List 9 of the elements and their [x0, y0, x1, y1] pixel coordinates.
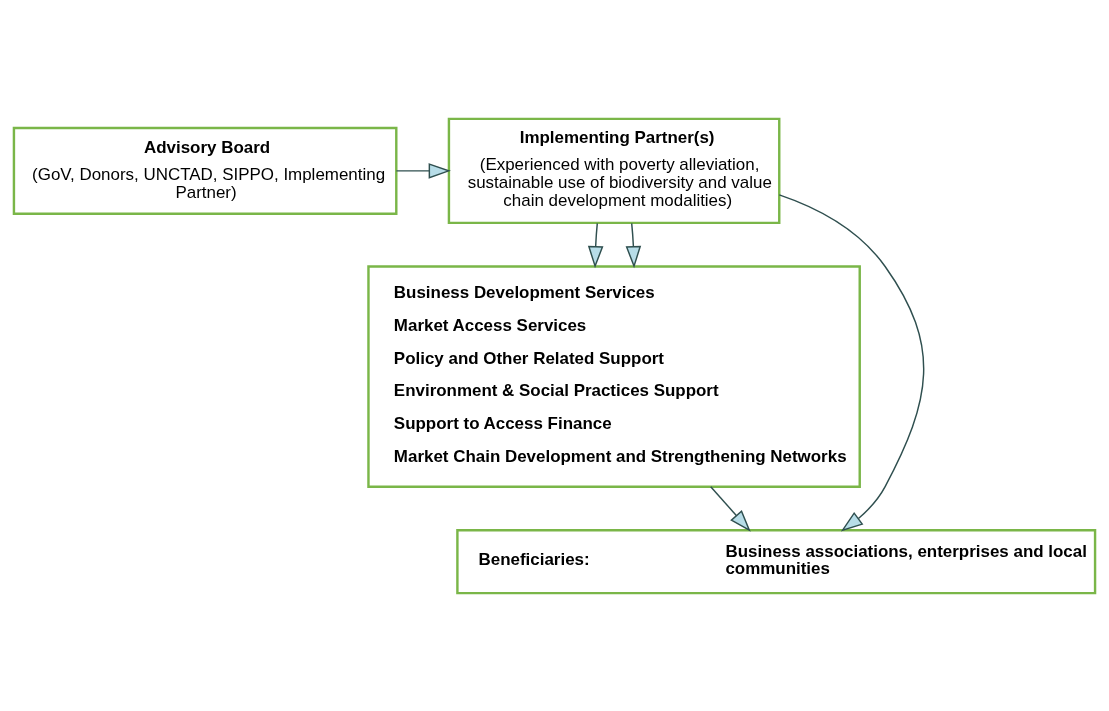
node-box: Advisory Board (GoV, Donors, UNCTAD, SIPPO, Implementing Partner) — [12, 126, 398, 215]
arrow — [587, 222, 604, 268]
arrow — [625, 222, 642, 268]
node-box: Beneficiaries: Business associations, enterprises and local communities — [456, 528, 1097, 594]
node-box: Implementing Partner(s) (Experienced with poverty alleviation, sustainable use of biodiversity and value chain development modalities) — [447, 117, 781, 224]
node-box: Business Development Services Market Access Services Policy and Other Related Support Environment & Social Practices Support Support to Access Finance Market Chain Development and Strengthening Networks — [367, 264, 861, 488]
arrow — [710, 485, 751, 532]
arrow — [395, 162, 451, 179]
arrow — [778, 193, 925, 531]
